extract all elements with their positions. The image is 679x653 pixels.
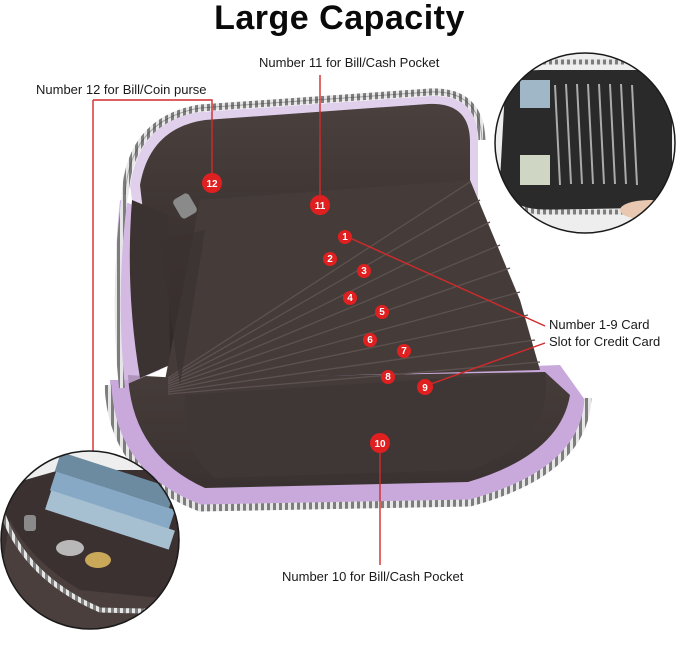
coin-purse-caption: Number 12 for Bill/Coin purse — [36, 82, 207, 97]
page-title: Large Capacity — [214, 0, 465, 37]
svg-text:5: 5 — [379, 307, 385, 318]
badge-1: 1 — [338, 230, 352, 244]
card-slots-caption-line1: Number 1-9 Card — [549, 317, 650, 332]
inset-top-right — [494, 52, 676, 234]
badge-10: 10 — [370, 433, 390, 453]
svg-text:11: 11 — [315, 201, 326, 212]
badge-4: 4 — [343, 291, 357, 305]
card-slot-fan — [160, 180, 541, 395]
cash-pocket-10-caption: Number 10 for Bill/Cash Pocket — [282, 569, 464, 584]
badge-7: 7 — [397, 344, 411, 358]
svg-text:12: 12 — [206, 179, 218, 190]
badge-2: 2 — [323, 252, 337, 266]
badge-11: 11 — [310, 195, 330, 215]
badges: 12 11 1 2 3 4 5 6 7 8 9 10 — [202, 173, 433, 453]
svg-text:3: 3 — [361, 266, 367, 277]
badge-9: 9 — [417, 379, 433, 395]
svg-text:9: 9 — [422, 383, 428, 394]
badge-6: 6 — [363, 333, 377, 347]
badge-5: 5 — [375, 305, 389, 319]
svg-text:8: 8 — [385, 372, 391, 383]
inset-bottom-left — [0, 450, 180, 630]
svg-text:2: 2 — [327, 254, 333, 265]
cash-pocket-11-caption: Number 11 for Bill/Cash Pocket — [259, 55, 440, 70]
svg-text:6: 6 — [367, 335, 373, 346]
badge-12: 12 — [202, 173, 222, 193]
svg-text:10: 10 — [374, 439, 386, 450]
svg-text:4: 4 — [347, 293, 353, 304]
card-slots-caption-line2: Slot for Credit Card — [549, 334, 661, 349]
badge-8: 8 — [381, 370, 395, 384]
card-slots-caption: Number 1-9 Card Slot for Credit Card — [549, 316, 660, 350]
svg-text:7: 7 — [401, 346, 407, 357]
badge-3: 3 — [357, 264, 371, 278]
wallet-main — [104, 88, 592, 512]
svg-text:1: 1 — [342, 232, 348, 243]
